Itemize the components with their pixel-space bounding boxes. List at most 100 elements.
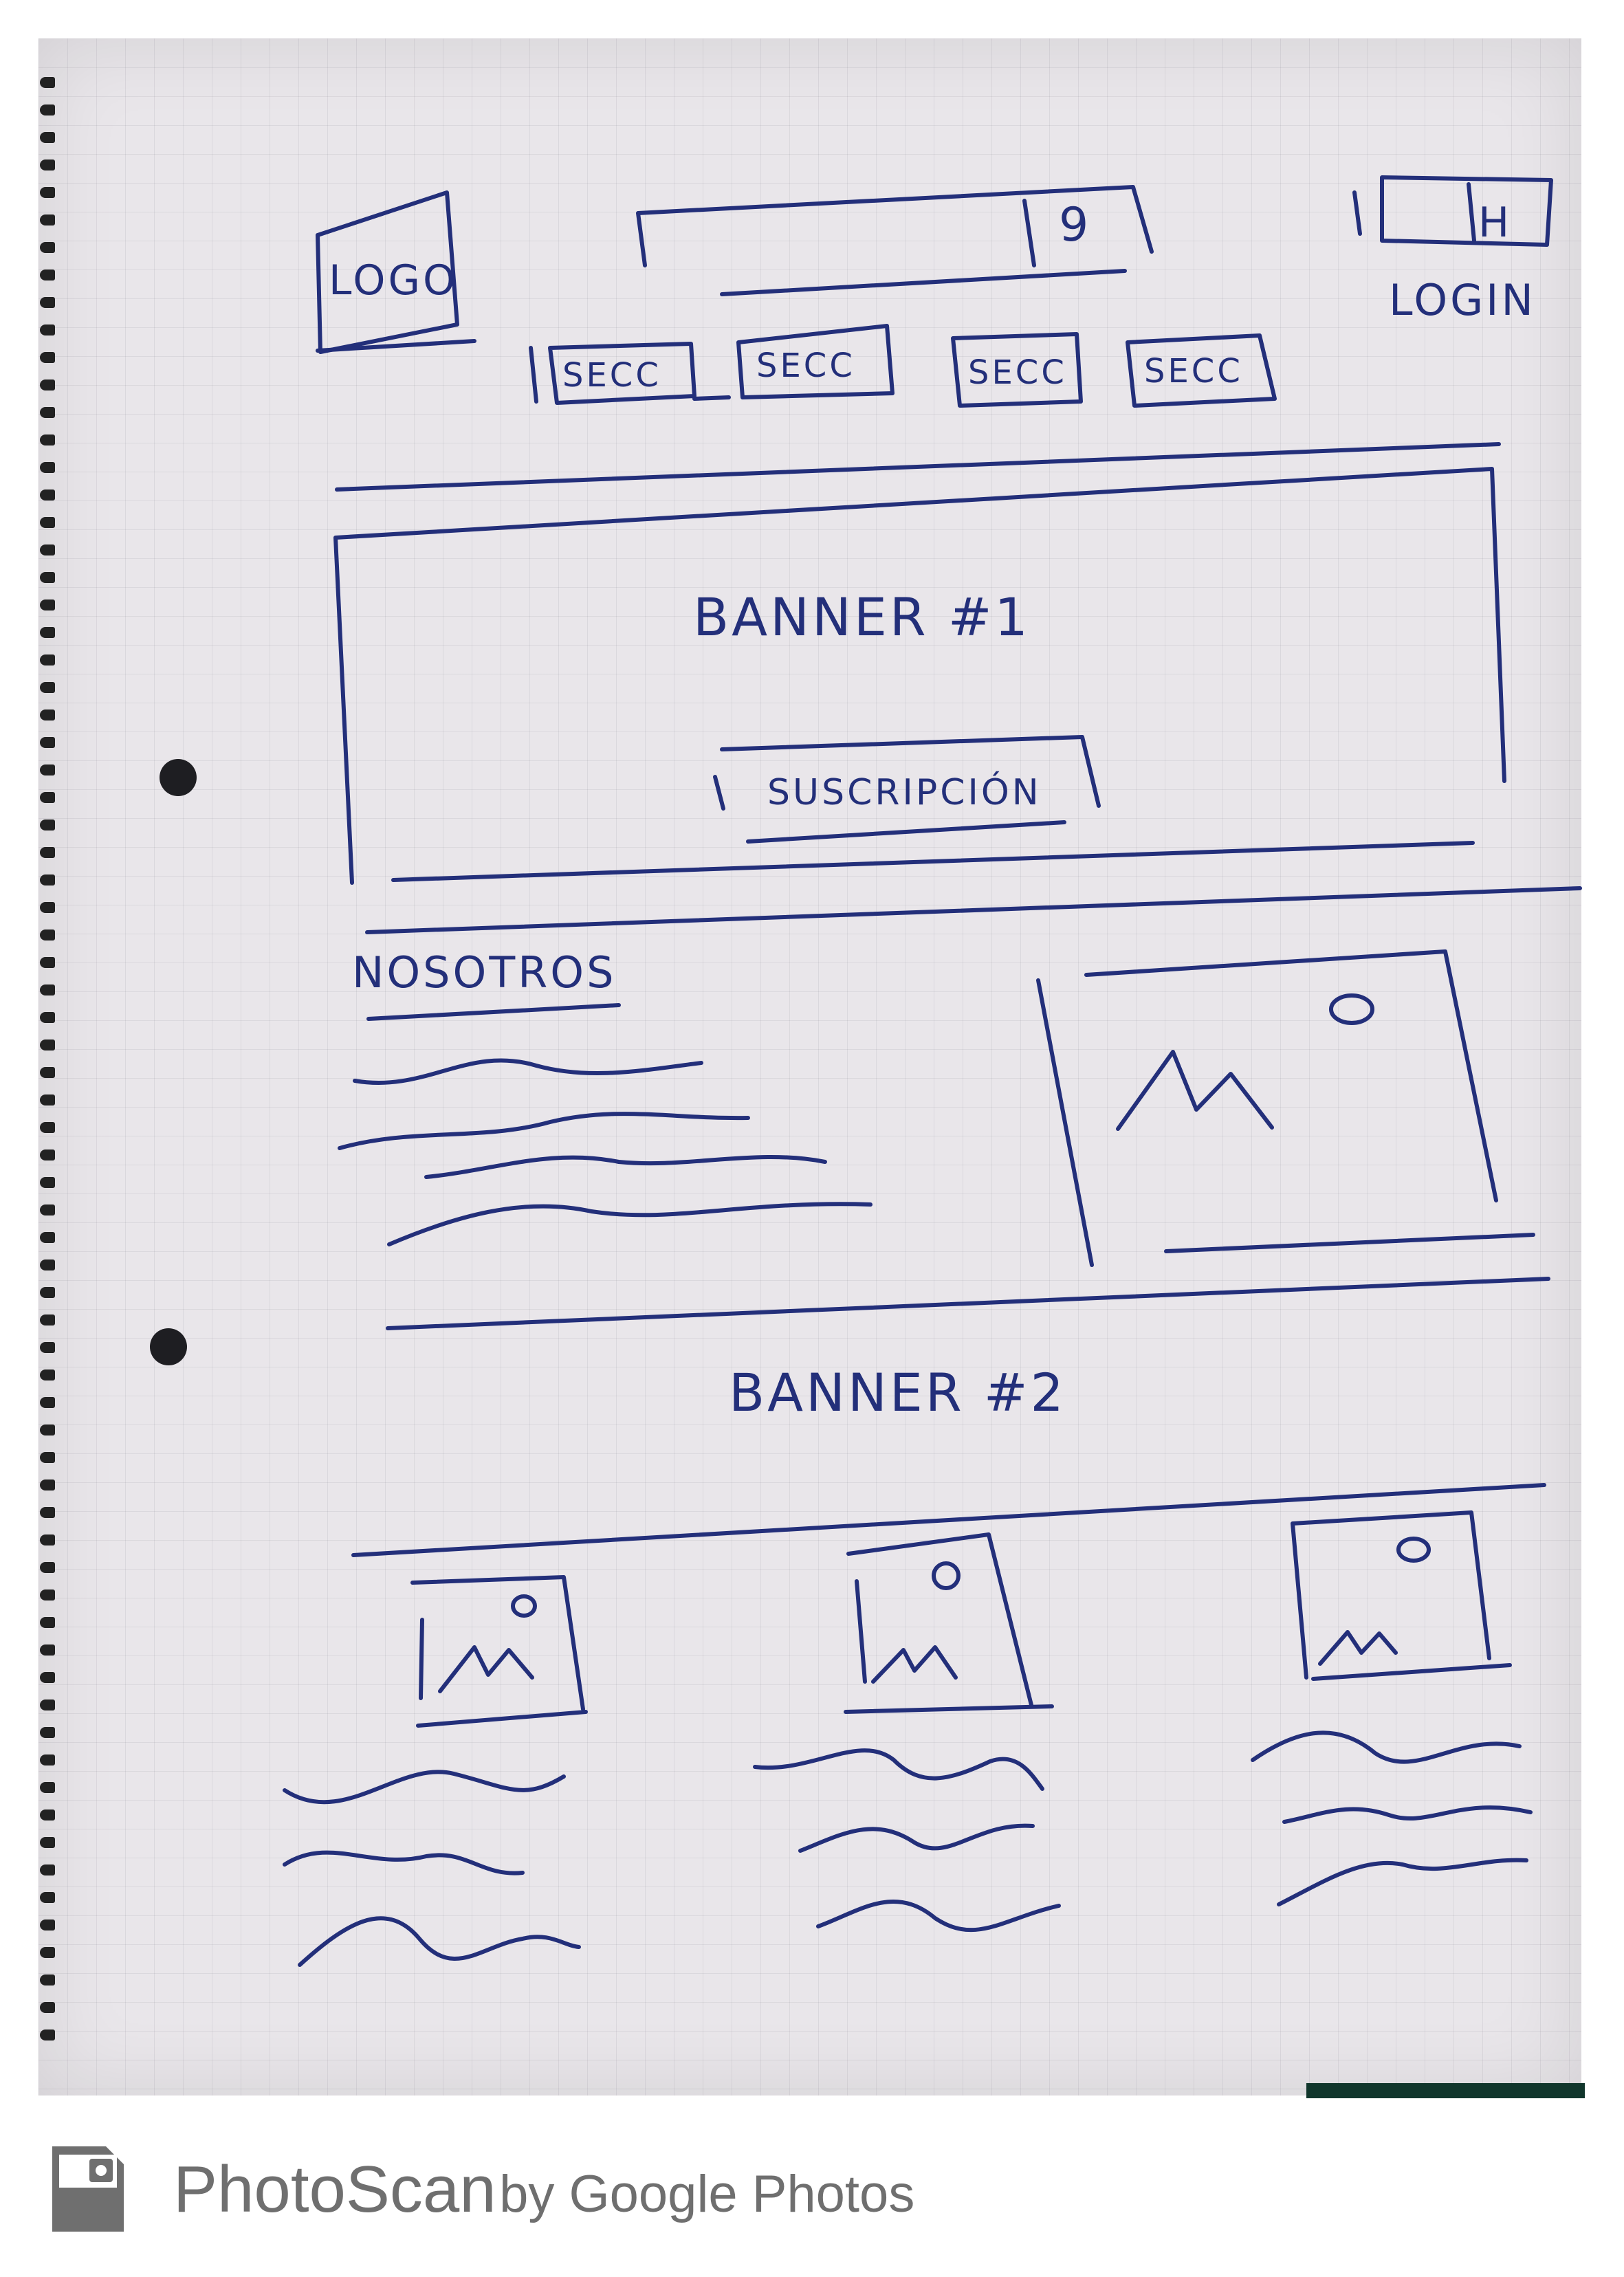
spiral-ring <box>40 1177 55 1188</box>
spiral-ring <box>40 1590 55 1600</box>
card-1-image-mountains <box>438 1645 534 1693</box>
spiral-ring <box>40 957 55 968</box>
card-1-text-line-2 <box>283 1850 525 1876</box>
about-text-line-2 <box>338 1112 750 1150</box>
banner-2-sketch: BANNER #2 <box>351 1362 1546 1557</box>
spiral-ring <box>40 1397 55 1408</box>
card-2-text-line-1 <box>753 1748 1044 1791</box>
spiral-ring <box>40 1204 55 1216</box>
spiral-ring <box>40 930 55 940</box>
spiral-ring <box>40 1672 55 1683</box>
footer <box>0 2145 1624 2277</box>
card-2-text-line-3 <box>816 1900 1061 1933</box>
spiral-ring <box>40 1480 55 1490</box>
card-1-sketch <box>283 1575 588 1967</box>
punch-hole-bottom <box>150 1328 187 1365</box>
about-image-frame <box>1036 949 1535 1267</box>
spiral-ring <box>40 1287 55 1298</box>
spiral-ring <box>40 1810 55 1820</box>
card-3-text-line-2 <box>1282 1805 1533 1824</box>
nav-section-2-box <box>736 324 895 399</box>
spiral-ring <box>40 77 55 88</box>
notebook-page <box>39 38 1581 2096</box>
subscribe-button-box <box>713 735 1101 844</box>
about-sketch: NOSOTROS <box>338 947 1550 1330</box>
spiral-ring <box>40 1892 55 1903</box>
spiral-ring <box>40 1947 55 1958</box>
spiral-ring <box>40 710 55 720</box>
spiral-ring <box>40 1644 55 1656</box>
card-2-sketch <box>753 1532 1061 1933</box>
spiral-ring <box>40 1534 55 1546</box>
search-divider <box>1022 199 1036 267</box>
about-title-underline <box>366 1003 621 1021</box>
spiral-ring <box>40 490 55 500</box>
spiral-ring <box>40 737 55 748</box>
about-image-sun <box>1329 993 1374 1025</box>
card-3-text-line-3 <box>1277 1858 1528 1906</box>
spiral-ring <box>40 1067 55 1078</box>
spiral-ring <box>40 820 55 830</box>
login-label: LOGIN <box>1389 275 1536 325</box>
wireframe-sketch: LOGO 9 H LOGIN SECC SECC SECC SECC BANNE… <box>283 175 1582 1967</box>
spiral-ring <box>40 297 55 308</box>
spiral-ring <box>40 1920 55 1930</box>
spiral-ring <box>40 600 55 610</box>
spiral-ring <box>40 352 55 363</box>
spiral-ring <box>40 517 55 528</box>
spiral-ring <box>40 1342 55 1353</box>
spiral-ring <box>40 324 55 336</box>
photoscan-icon <box>52 2146 124 2232</box>
spiral-ring <box>40 1094 55 1106</box>
spiral-ring <box>40 1782 55 1793</box>
card-3-text-line-1 <box>1251 1730 1522 1764</box>
notebook-cover-edge <box>1306 2083 1585 2098</box>
card-3-image-sun <box>1396 1537 1431 1563</box>
footer-suffix: by Google Photos <box>499 2165 915 2223</box>
punch-hole-top <box>160 759 197 796</box>
spiral-ring <box>40 160 55 170</box>
banner-1-title: BANNER #1 <box>693 586 1031 648</box>
spiral-ring <box>40 627 55 638</box>
spiral-ring <box>40 654 55 666</box>
footer-brand: PhotoScan <box>173 2153 496 2226</box>
spiral-ring <box>40 1150 55 1160</box>
logo-box <box>316 190 459 354</box>
nav-section-3: SECC <box>968 353 1067 392</box>
card-1-image-sun <box>511 1594 537 1618</box>
spiral-ring <box>40 1260 55 1270</box>
banner-1-sketch: BANNER #1 SUSCRIPCIÓN <box>333 467 1582 934</box>
spiral-ring <box>40 1754 55 1766</box>
spiral-ring <box>40 1727 55 1738</box>
spiral-ring <box>40 1040 55 1050</box>
logo-label: LOGO <box>329 256 458 305</box>
about-text-line-3 <box>424 1154 827 1179</box>
spiral-ring <box>40 1232 55 1243</box>
about-image-icon <box>1036 949 1535 1267</box>
card-3-image-mountains <box>1318 1630 1398 1666</box>
spiral-ring <box>40 572 55 583</box>
header-divider <box>335 442 1501 492</box>
nav-section-3-box <box>951 332 1083 408</box>
spiral-ring <box>40 1314 55 1326</box>
spiral-ring <box>40 1700 55 1710</box>
footer-caption: PhotoScan by Google Photos <box>173 2152 914 2228</box>
card-2-image-frame <box>844 1532 1054 1714</box>
spiral-ring <box>40 434 55 446</box>
about-title: NOSOTROS <box>352 947 616 998</box>
search-icon: 9 <box>1059 198 1091 252</box>
spiral-ring <box>40 1974 55 1986</box>
spiral-ring <box>40 2002 55 2013</box>
spiral-ring <box>40 984 55 996</box>
about-text-line-4 <box>387 1202 873 1246</box>
card-1-text-line-3 <box>298 1916 581 1967</box>
card-1-image-frame <box>410 1575 588 1728</box>
banner-2-title: BANNER #2 <box>729 1362 1066 1423</box>
spiral-ring <box>40 1507 55 1518</box>
card-2-image-mountains <box>871 1645 958 1684</box>
spiral-ring <box>40 1122 55 1133</box>
about-bottom-line <box>386 1277 1550 1330</box>
card-2-text-line-2 <box>798 1823 1035 1853</box>
cart-icon: H <box>1478 199 1512 247</box>
spiral-ring <box>40 462 55 473</box>
